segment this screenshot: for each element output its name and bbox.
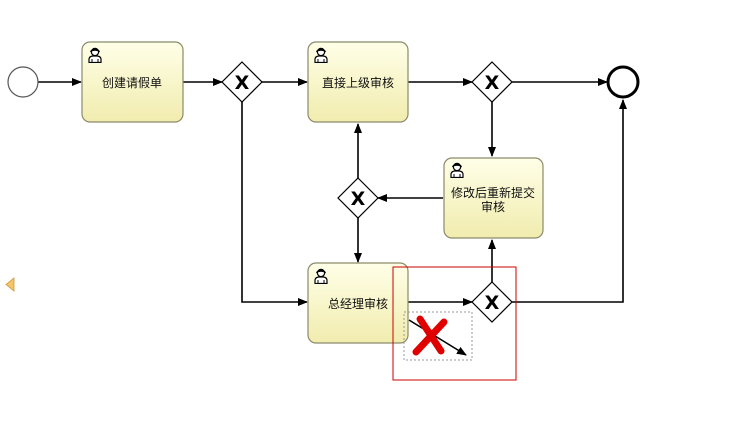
task-direct-superior-review[interactable]: 直接上级审核 (307, 41, 409, 123)
task-label: 创建请假单 (102, 76, 162, 90)
dragged-flow-preview[interactable] (403, 311, 473, 361)
task-modify-resubmit[interactable]: 修改后重新提交 审核 (443, 157, 544, 239)
task-general-manager-review[interactable]: 总经理审核 (307, 262, 409, 344)
selection-box (392, 266, 517, 381)
task-label: 总经理审核 (328, 296, 388, 311)
exclusive-gateway-x-icon: X (351, 188, 366, 210)
exclusive-gateway-3[interactable]: X (337, 177, 379, 219)
sequence-flows (38, 78, 627, 306)
triangle-left-icon[interactable] (5, 277, 15, 292)
task-label-line-1: 修改后重新提交 (451, 185, 535, 200)
exclusive-gateway-2[interactable]: X (471, 61, 513, 103)
exclusive-gateway-4[interactable]: X (471, 281, 513, 323)
task-create-leave[interactable]: 创建请假单 (81, 41, 184, 123)
exclusive-gateway-x-icon: X (485, 72, 500, 94)
task-label-line-2: 审核 (481, 199, 505, 214)
exclusive-gateway-x-icon: X (485, 292, 500, 314)
flow-gateway1-to-gm[interactable] (241, 102, 308, 306)
start-event[interactable] (7, 66, 39, 98)
delete-x-icon[interactable] (412, 315, 448, 356)
end-event[interactable] (606, 65, 640, 99)
exclusive-gateway-1[interactable]: X (221, 61, 263, 103)
task-label: 直接上级审核 (322, 75, 394, 90)
exclusive-gateway-x-icon: X (235, 72, 250, 94)
flow-gateway4-to-end[interactable] (512, 99, 627, 303)
